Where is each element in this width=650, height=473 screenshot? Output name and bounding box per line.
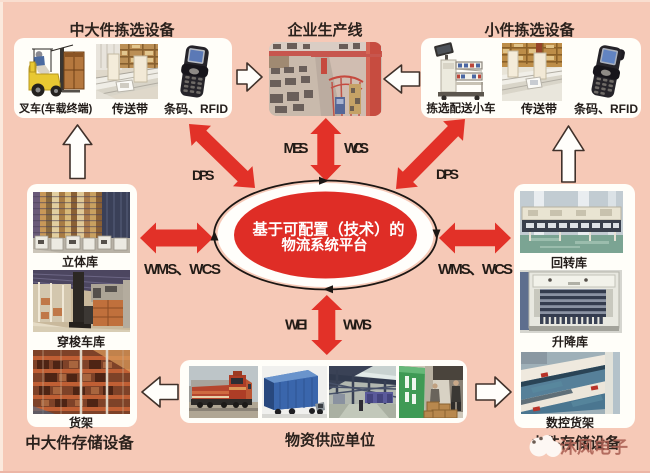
svg-text:WMS、WCS: WMS、WCS xyxy=(438,261,513,278)
svg-text:基于可配置（技术）的: 基于可配置（技术）的 xyxy=(252,220,405,239)
svg-text:WMS、WCS: WMS、WCS xyxy=(144,261,221,278)
svg-text:WEI: WEI xyxy=(285,317,308,334)
svg-text:DPS: DPS xyxy=(192,167,215,183)
svg-text:DPS: DPS xyxy=(436,166,459,182)
svg-text:MES: MES xyxy=(284,140,309,157)
svg-text:WMS: WMS xyxy=(343,317,372,334)
svg-text:WCS: WCS xyxy=(344,140,369,157)
svg-text:物流系统平台: 物流系统平台 xyxy=(282,236,368,254)
svg-text:沐风电子: 沐风电子 xyxy=(560,437,628,457)
